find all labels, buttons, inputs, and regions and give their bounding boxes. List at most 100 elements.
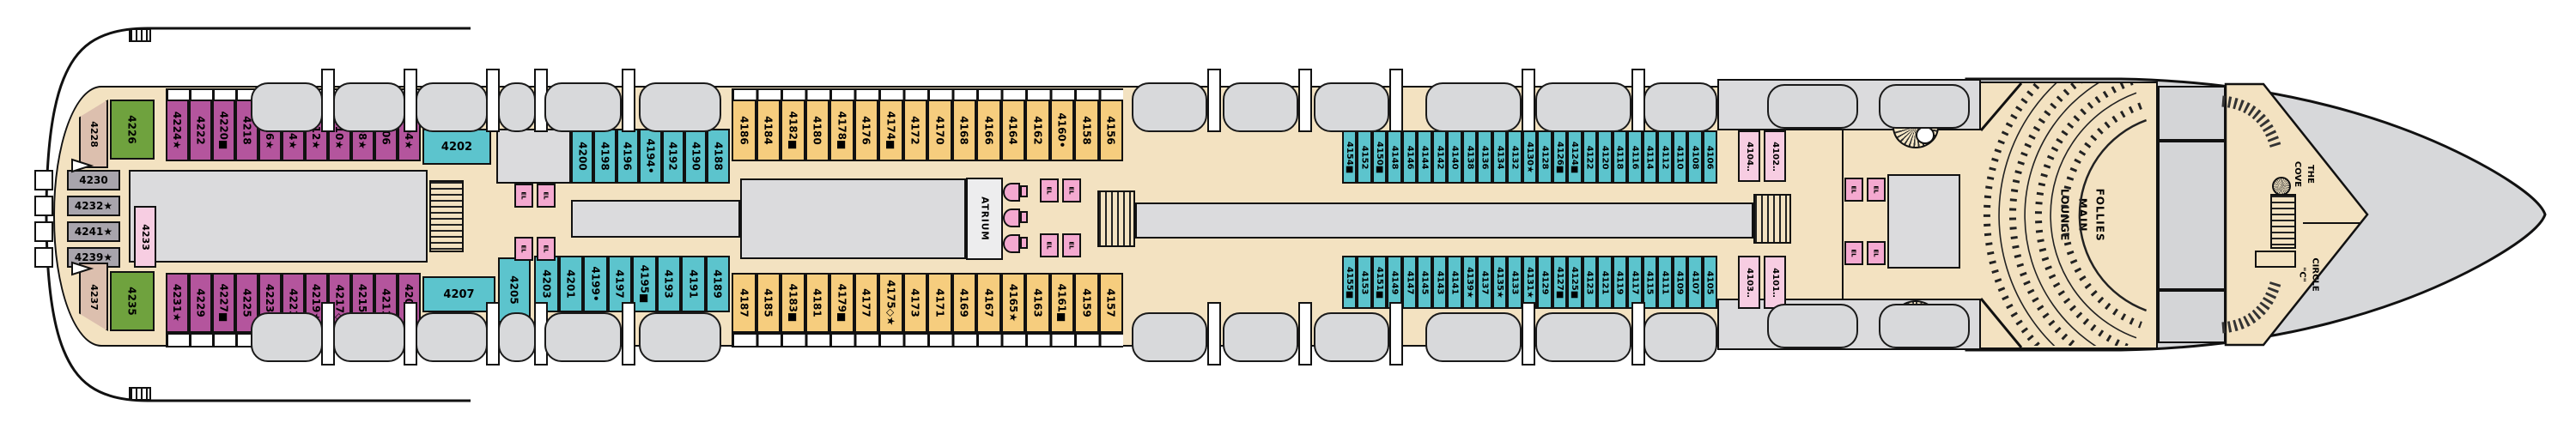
cabin-4191[interactable]: 4191 [681,256,706,312]
elevator[interactable]: EL [537,184,556,208]
cabin-4129[interactable]: 4129 [1537,256,1552,309]
cabin-4167[interactable]: 4167 [976,273,1001,333]
cabin-4220[interactable]: 4220■ [212,100,235,161]
cabin-4119[interactable]: 4119 [1612,256,1628,309]
cabin-4124[interactable]: 4124■ [1567,130,1583,184]
cabin-4112[interactable]: 4112 [1657,130,1673,184]
cabin-4193[interactable]: 4193 [656,256,681,312]
cabin-4233[interactable]: 4233 [134,206,156,268]
cabin-4165[interactable]: 4165★ [1000,273,1025,333]
cabin-4186[interactable]: 4186 [732,100,756,161]
cabin-4172[interactable]: 4172 [902,100,927,161]
elevator[interactable]: EL [1040,233,1059,257]
cabin-4123[interactable]: 4123 [1582,256,1598,309]
cabin-4131[interactable]: 4131★ [1522,256,1538,309]
cabin-4107[interactable]: 4107 [1687,256,1703,309]
cabin-4166[interactable]: 4166 [976,100,1001,161]
cabin-4202[interactable]: 4202 [422,129,491,165]
cabin-4205[interactable]: 4205 [498,257,531,323]
cabin-4229[interactable]: 4229 [189,273,212,333]
cabin-4135[interactable]: 4135★ [1492,256,1508,309]
cabin-4200[interactable]: 4200 [571,129,594,184]
cabin-4152[interactable]: 4152 [1357,130,1372,184]
elevator[interactable]: EL [1844,178,1863,202]
cabin-4178[interactable]: 4178■ [829,100,854,161]
cabin-4188[interactable]: 4188 [707,129,730,184]
cabin-4126[interactable]: 4126■ [1552,130,1568,184]
cabin-4136[interactable]: 4136 [1477,130,1492,184]
cabin-4185[interactable]: 4185 [756,273,781,333]
cabin-4122[interactable]: 4122 [1582,130,1598,184]
cabin-4176[interactable]: 4176 [854,100,878,161]
cabin-4134[interactable]: 4134 [1492,130,1508,184]
cabin-4138[interactable]: 4138 [1461,130,1478,184]
cabin-4194[interactable]: 4194• [639,129,662,184]
cabin-4153[interactable]: 4153 [1357,256,1372,309]
cabin-4108[interactable]: 4108 [1687,130,1703,184]
cabin-4101[interactable]: 4101‥ [1764,256,1786,309]
cabin-4222[interactable]: 4222 [189,100,212,161]
elevator[interactable]: EL [537,237,556,261]
cabin-4170[interactable]: 4170 [927,100,952,161]
elevator[interactable]: EL [1844,241,1863,265]
cabin-4224[interactable]: 4224★ [166,100,189,161]
cabin-4201[interactable]: 4201 [558,256,583,312]
cabin-4133[interactable]: 4133 [1507,256,1522,309]
cabin-4184[interactable]: 4184 [756,100,781,161]
cabin-4117[interactable]: 4117 [1627,256,1643,309]
cabin-4230[interactable]: 4230 [67,170,120,190]
cabin-4114[interactable]: 4114 [1642,130,1658,184]
cabin-4171[interactable]: 4171 [927,273,952,333]
cabin-4120[interactable]: 4120 [1597,130,1613,184]
cabin-4110[interactable]: 4110 [1672,130,1688,184]
cabin-4140[interactable]: 4140 [1447,130,1462,184]
cabin-4127[interactable]: 4127■ [1552,256,1568,309]
cabin-4169[interactable]: 4169 [951,273,976,333]
elevator[interactable]: EL [514,237,533,261]
cabin-4159[interactable]: 4159 [1074,273,1099,333]
cabin-4187[interactable]: 4187 [732,273,756,333]
cabin-4128[interactable]: 4128 [1537,130,1552,184]
cabin-4231[interactable]: 4231★ [166,273,189,333]
elevator[interactable]: EL [514,184,533,208]
cabin-4125[interactable]: 4125■ [1567,256,1583,309]
cabin-4179[interactable]: 4179■ [829,273,854,333]
cabin-4207[interactable]: 4207 [422,276,495,312]
cabin-4161[interactable]: 4161■ [1049,273,1074,333]
cabin-4145[interactable]: 4145 [1417,256,1432,309]
cabin-4177[interactable]: 4177 [854,273,878,333]
cabin-4190[interactable]: 4190 [684,129,708,184]
cabin-4189[interactable]: 4189 [705,256,730,312]
cabin-4106[interactable]: 4106 [1702,130,1717,184]
cabin-4235[interactable]: 4235 [110,271,155,331]
cabin-4157[interactable]: 4157 [1098,273,1123,333]
cabin-4143[interactable]: 4143 [1431,256,1448,309]
cabin-4102[interactable]: 4102‥ [1764,130,1786,182]
cabin-4115[interactable]: 4115 [1642,256,1658,309]
cabin-4232[interactable]: 4232★ [67,196,120,216]
cabin-4142[interactable]: 4142 [1431,130,1448,184]
cabin-4199[interactable]: 4199• [583,256,608,312]
cabin-4151[interactable]: 4151■ [1371,256,1388,309]
cabin-4226[interactable]: 4226 [110,100,155,160]
cabin-4139[interactable]: 4139★ [1461,256,1478,309]
elevator[interactable]: EL [1062,233,1081,257]
cabin-4132[interactable]: 4132 [1507,130,1522,184]
cabin-4175[interactable]: 4175◇★ [878,273,903,333]
cabin-4109[interactable]: 4109 [1672,256,1688,309]
cabin-4160[interactable]: 4160• [1049,100,1074,161]
cabin-4196[interactable]: 4196 [616,129,640,184]
cabin-4173[interactable]: 4173 [902,273,927,333]
elevator[interactable]: EL [1867,178,1886,202]
cabin-4192[interactable]: 4192 [661,129,684,184]
elevator[interactable]: EL [1040,178,1059,202]
cabin-4156[interactable]: 4156 [1098,100,1123,161]
cabin-4227[interactable]: 4227■ [212,273,235,333]
cabin-4111[interactable]: 4111 [1657,256,1673,309]
cabin-4137[interactable]: 4137 [1477,256,1492,309]
cabin-4182[interactable]: 4182■ [781,100,805,161]
cabin-4150[interactable]: 4150■ [1371,130,1388,184]
cabin-4144[interactable]: 4144 [1417,130,1432,184]
cabin-4163[interactable]: 4163 [1025,273,1050,333]
cabin-4118[interactable]: 4118 [1612,130,1628,184]
